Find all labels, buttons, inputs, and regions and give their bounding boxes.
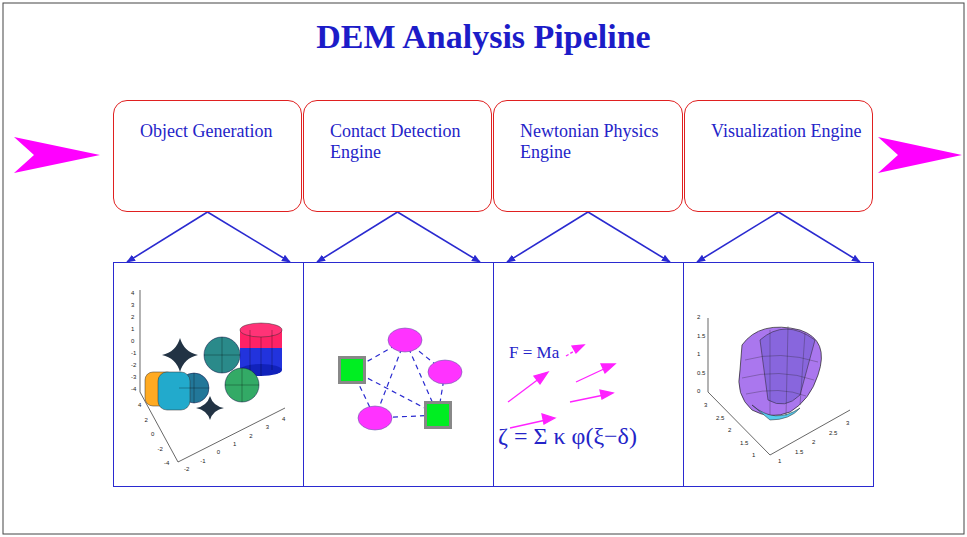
object-plot [140,290,285,462]
illustration-panel [113,262,304,487]
stage-box: Contact Detection Engine [303,100,492,212]
flow-arrow [14,137,100,173]
stage-label: Contact Detection Engine [330,121,483,163]
axis-tick: 2 [697,314,700,321]
stage-label: Visualization Engine [711,121,864,142]
axis-tick: 4 [131,290,134,297]
axis-tick: 3 [131,302,134,309]
axis-tick: 1 [233,441,236,448]
axis-tick: 2.5 [829,430,837,437]
axis-tick: 0 [151,431,154,438]
flow-connector [127,212,208,262]
axis-tick: -4 [131,386,136,393]
page-frame [3,3,964,534]
axis-tick: 2 [728,427,731,434]
axis-tick: 0 [697,388,700,395]
stage-box: Visualization Engine [684,100,873,212]
stage-label: Newtonian Physics Engine [520,121,674,163]
axis-tick: -2 [158,446,163,453]
stage-box: Object Generation [113,100,302,212]
illustration-panel [683,262,874,487]
flow-connector [208,212,291,262]
flow-connector [507,212,588,262]
axis-tick: 1 [778,458,781,465]
axis-tick: 2 [131,314,134,321]
flow-arrow [878,137,962,173]
axis-tick: 1.5 [697,333,705,340]
flow-connector [779,212,861,262]
flow-connector [588,212,670,262]
axis-tick: -3 [131,374,136,381]
axis-tick: 0 [131,338,134,345]
diagram-title: DEM Analysis Pipeline [0,18,967,56]
axis-tick: 4 [138,402,141,409]
axis-tick: 1.5 [795,449,803,456]
axis-tick: -2 [131,362,136,369]
axis-tick: 1 [697,351,700,358]
axis-tick: 2 [145,417,148,424]
equation: F = Ma [509,343,559,363]
axis-tick: -2 [184,466,189,473]
axis-tick: -1 [131,350,136,357]
axis-tick: 2 [249,433,252,440]
axis-tick: 1 [131,326,134,333]
axis-tick: 2.5 [716,415,724,422]
equation: ζ = Σ κ φ(ξ−δ) [498,423,637,450]
axis-tick: 0.5 [697,370,705,377]
axis-tick: 3 [266,424,269,431]
flow-connector [697,212,779,262]
axis-tick: 4 [282,416,285,423]
illustration-panel: F = Ma ζ = Σ κ φ(ξ−δ) [493,262,684,487]
stage-box: Newtonian Physics Engine [493,100,683,212]
contact-graph [338,328,462,430]
axis-tick: 1 [752,452,755,459]
axis-tick: 1.5 [740,440,748,447]
axis-tick: -1 [200,458,205,465]
axis-tick: 3 [846,420,849,427]
axis-tick: 3 [704,402,707,409]
axis-tick: 0 [217,449,220,456]
stage-label: Object Generation [140,121,293,142]
illustration-panel [303,262,494,487]
axis-tick: 2 [812,439,815,446]
flow-connector [317,212,398,262]
flow-connector [398,212,481,262]
axis-tick: -4 [164,460,169,467]
visualization-plot [708,318,850,455]
